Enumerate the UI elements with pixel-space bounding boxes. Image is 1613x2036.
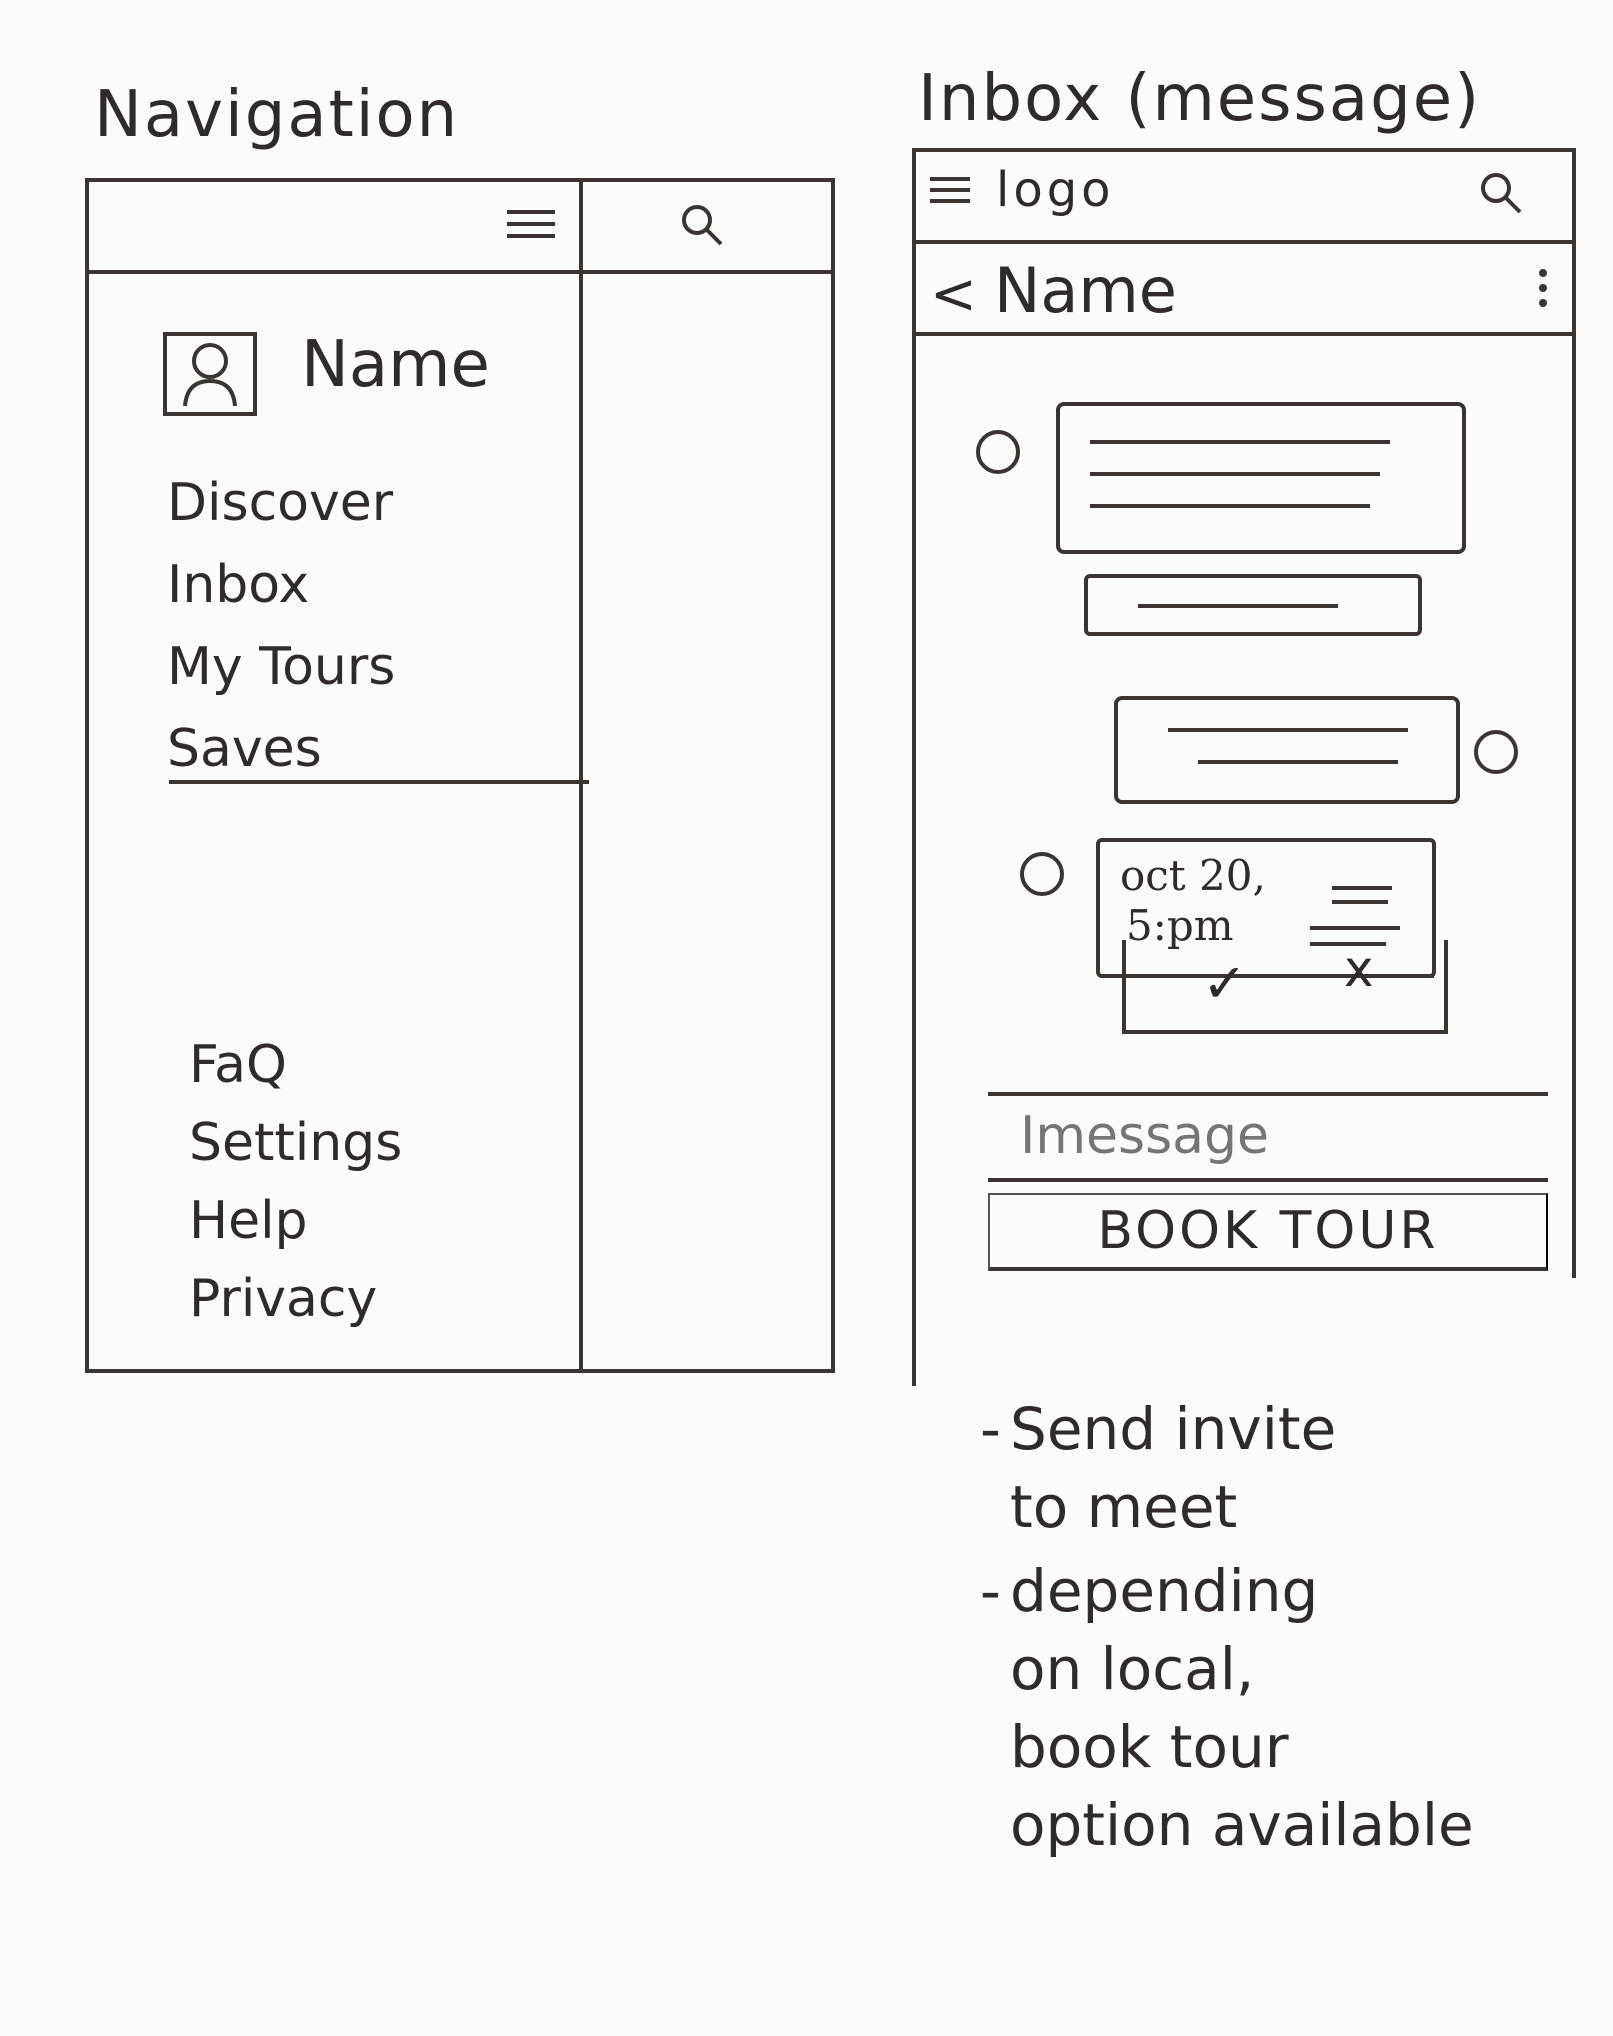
book-tour-button[interactable]: BOOK TOUR	[988, 1193, 1548, 1271]
accept-invite-button[interactable]: ✓	[1202, 952, 1248, 1015]
chat-contact-name: Name	[994, 254, 1177, 327]
user-name: Name	[301, 328, 490, 402]
invite-message-bubble: oct 20, 5:pm	[1096, 838, 1436, 978]
invite-actions: ✓ x	[1122, 940, 1448, 1034]
profile-icon	[1020, 852, 1064, 896]
annotation-notes: -Send invite to meet -depending on local…	[980, 1390, 1474, 1864]
navigation-topbar	[89, 182, 831, 274]
inbox-screen: logo < Name oct 20, 5:pm ✓ x	[912, 148, 1613, 1386]
note-2: -depending on local, book tour option av…	[980, 1552, 1474, 1864]
menu-divider	[169, 780, 589, 784]
menu-item-inbox[interactable]: Inbox	[167, 555, 310, 615]
menu-item-discover[interactable]: Discover	[167, 473, 394, 533]
search-icon[interactable]	[1472, 164, 1528, 222]
drawer-divider	[579, 182, 583, 1369]
menu-item-settings[interactable]: Settings	[189, 1113, 403, 1173]
profile-icon	[976, 430, 1020, 474]
profile-icon	[1474, 730, 1518, 774]
composer-divider	[988, 1178, 1548, 1182]
profile-icon	[163, 332, 257, 416]
note-1-line2: to meet	[1010, 1473, 1238, 1541]
chat-header: < Name	[912, 244, 1576, 336]
kebab-icon[interactable]	[1534, 262, 1552, 320]
menu-item-saves[interactable]: Saves	[167, 719, 322, 779]
decline-invite-button[interactable]: x	[1344, 940, 1374, 998]
note-2-line1: depending	[1010, 1557, 1319, 1625]
invite-date: oct 20,	[1120, 851, 1266, 900]
menu-item-my-tours[interactable]: My Tours	[167, 637, 396, 697]
navigation-screen: Name Discover Inbox My Tours Saves FaQ S…	[85, 178, 835, 1373]
message-input[interactable]	[1020, 1106, 1613, 1166]
note-bullet: -	[980, 1557, 1001, 1625]
note-bullet: -	[980, 1395, 1001, 1463]
note-2-line3: book tour	[1010, 1713, 1289, 1781]
note-2-line4: option available	[1010, 1791, 1474, 1859]
incoming-message-bubble	[1056, 402, 1466, 554]
frame-edge	[912, 1278, 916, 1386]
back-icon[interactable]: <	[930, 262, 977, 327]
incoming-message-bubble	[1084, 574, 1422, 636]
drawer-menu: Discover Inbox My Tours Saves	[167, 462, 395, 790]
menu-item-faq[interactable]: FaQ	[189, 1035, 287, 1095]
menu-item-help[interactable]: Help	[189, 1191, 308, 1251]
menu-item-privacy[interactable]: Privacy	[189, 1269, 378, 1329]
hamburger-icon[interactable]	[507, 202, 555, 248]
logo: logo	[996, 162, 1115, 218]
hamburger-icon[interactable]	[930, 170, 970, 212]
note-2-line2: on local,	[1010, 1635, 1255, 1703]
inbox-title: Inbox (message)	[918, 62, 1482, 136]
invite-time: 5:pm	[1126, 901, 1234, 950]
note-1-line1: Send invite	[1010, 1395, 1337, 1463]
drawer-footer: FaQ Settings Help Privacy	[189, 1026, 402, 1338]
inbox-frame-border	[912, 148, 1576, 1278]
note-1: -Send invite to meet	[980, 1390, 1474, 1546]
composer-divider	[988, 1092, 1548, 1096]
outgoing-message-bubble	[1114, 696, 1460, 804]
inbox-topbar: logo	[912, 148, 1576, 244]
navigation-title: Navigation	[94, 78, 460, 152]
search-icon[interactable]	[675, 198, 731, 256]
